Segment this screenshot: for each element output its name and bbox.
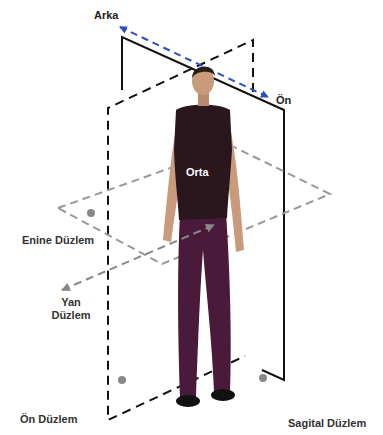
middle-label: Orta [186,166,209,179]
back-label: Arka [94,9,118,22]
front-back-axis [120,27,268,97]
lateral-plane-label: Yan Düzlem [46,296,96,322]
plane-dots [87,209,267,384]
human-figure [163,66,244,407]
transverse-plane-label: Enine Düzlem [22,234,94,247]
sagittal-plane [122,37,284,380]
frontal-plane-label: Ön Düzlem [20,413,77,426]
front-label: Ön [276,94,291,107]
frontal-plane [108,40,253,420]
sagittal-plane-label: Sagital Düzlem [288,417,366,430]
